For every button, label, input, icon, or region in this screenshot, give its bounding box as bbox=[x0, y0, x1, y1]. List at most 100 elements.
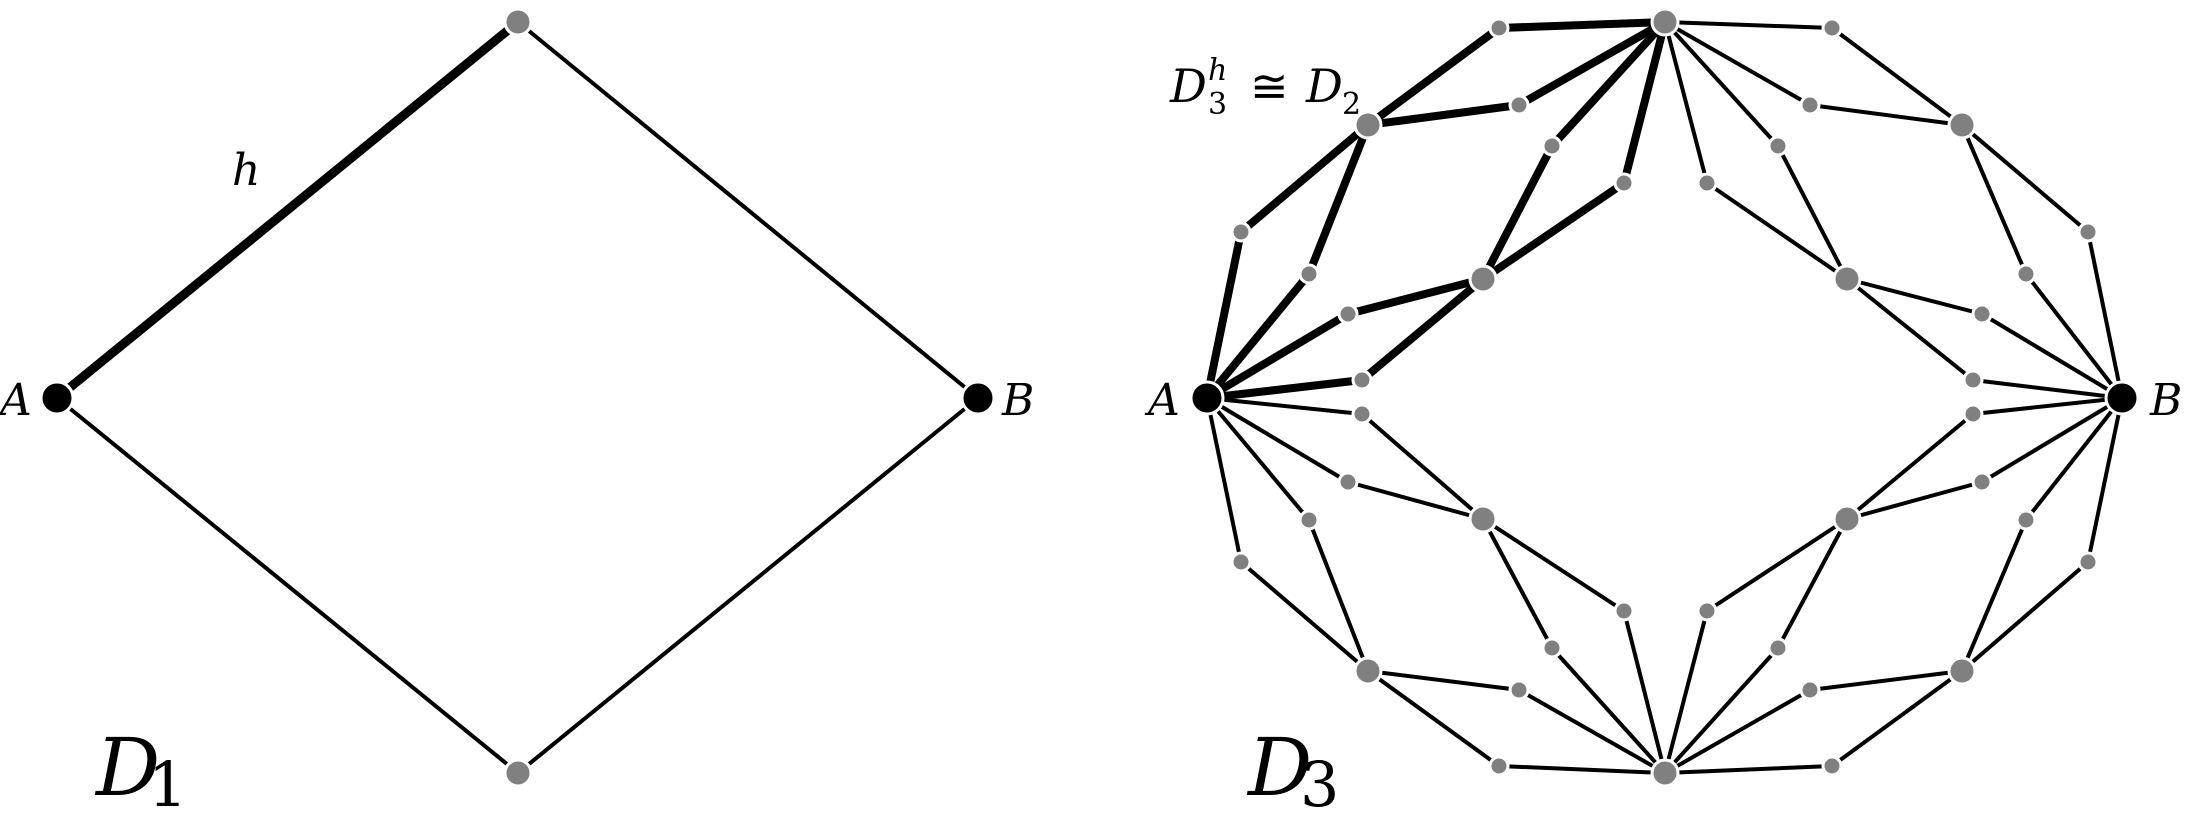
edge bbox=[1305, 121, 1372, 278]
vertex bbox=[2077, 221, 2099, 243]
edge bbox=[1622, 609, 1667, 775]
edge bbox=[1205, 396, 1243, 564]
d3-terminal-b-label: B bbox=[2149, 375, 2182, 426]
edge bbox=[1960, 123, 2028, 276]
d3-title-main: D bbox=[1246, 721, 1312, 814]
edge bbox=[1203, 376, 1366, 402]
edge bbox=[1481, 517, 1626, 613]
edge bbox=[1980, 396, 2124, 484]
iso-lhs-sub: 3 bbox=[1208, 87, 1227, 122]
edge bbox=[1307, 518, 1370, 673]
edge bbox=[55, 396, 520, 775]
edge bbox=[1239, 560, 1370, 673]
vertex bbox=[1230, 551, 1252, 573]
vertex bbox=[2015, 263, 2037, 285]
vertex bbox=[1337, 471, 1359, 493]
vertex bbox=[1799, 94, 1821, 116]
vertex bbox=[1468, 504, 1498, 534]
edge bbox=[1495, 18, 1669, 32]
edge bbox=[1364, 101, 1523, 129]
edge bbox=[1663, 646, 1780, 775]
edge bbox=[1980, 312, 2124, 400]
vertex bbox=[2077, 551, 2099, 573]
terminal-vertex bbox=[1189, 380, 1225, 416]
vertex bbox=[1962, 403, 1984, 425]
edge bbox=[516, 20, 980, 400]
vertex bbox=[1488, 755, 1510, 777]
d3-title: D 3 bbox=[1246, 721, 1339, 821]
vertex bbox=[1767, 135, 1789, 157]
vertex bbox=[1488, 17, 1510, 39]
edge bbox=[1845, 412, 1975, 521]
vertex bbox=[1351, 403, 1373, 425]
edge bbox=[1960, 123, 2090, 234]
vertex bbox=[1613, 600, 1635, 622]
iso-lhs-sup: h bbox=[1208, 53, 1227, 88]
edge bbox=[1346, 480, 1485, 521]
edge bbox=[1705, 517, 1849, 613]
edge bbox=[1663, 20, 1812, 107]
vertex bbox=[1832, 504, 1862, 534]
edge bbox=[1364, 24, 1503, 129]
iso-rhs-main: D bbox=[1305, 59, 1343, 113]
edge bbox=[1971, 378, 2124, 400]
vertex bbox=[1799, 679, 1821, 701]
terminal-vertex bbox=[2104, 380, 2140, 416]
edge bbox=[1620, 18, 1669, 187]
d1-title-sub: 1 bbox=[148, 748, 187, 821]
vertex bbox=[1821, 755, 1843, 777]
iso-symbol: ≅ bbox=[1250, 59, 1289, 113]
vertex bbox=[503, 758, 533, 788]
vertex bbox=[1971, 471, 1993, 493]
edge bbox=[52, 17, 523, 403]
vertex bbox=[1650, 758, 1680, 788]
vertex bbox=[1351, 369, 1373, 391]
edge bbox=[1971, 396, 2124, 416]
vertex bbox=[503, 7, 533, 37]
edge bbox=[2024, 396, 2124, 522]
edge bbox=[1481, 517, 1554, 650]
edge bbox=[1203, 270, 1313, 402]
edge bbox=[2086, 396, 2124, 564]
terminal-vertex bbox=[39, 380, 75, 416]
edge bbox=[1205, 396, 1350, 484]
d3-terminal-a-label: A bbox=[1144, 375, 1180, 426]
vertex bbox=[1468, 264, 1498, 294]
vertex bbox=[1613, 172, 1635, 194]
vertex bbox=[1337, 303, 1359, 325]
edge bbox=[1663, 609, 1709, 775]
edge bbox=[1366, 669, 1501, 768]
edge bbox=[1663, 20, 1709, 185]
graph-d3 bbox=[1189, 7, 2140, 788]
iso-rhs-sub: 2 bbox=[1342, 87, 1361, 122]
edge bbox=[1960, 560, 2090, 673]
vertex bbox=[1696, 600, 1718, 622]
vertex bbox=[1298, 263, 1320, 285]
terminal-vertex bbox=[960, 380, 996, 416]
d3-title-sub: 3 bbox=[1300, 748, 1339, 821]
edge bbox=[1203, 228, 1245, 402]
edge bbox=[1845, 277, 1984, 316]
vertex bbox=[1541, 637, 1563, 659]
d1-title: D 1 bbox=[94, 721, 187, 821]
edge bbox=[1517, 688, 1667, 775]
edge bbox=[1663, 20, 1780, 148]
edge bbox=[1663, 688, 1812, 775]
vertex bbox=[1832, 264, 1862, 294]
edge bbox=[1776, 144, 1849, 281]
vertex bbox=[1962, 369, 1984, 391]
d1-terminal-b-label: B bbox=[1001, 375, 1034, 426]
iso-lhs-main: D bbox=[1169, 59, 1207, 113]
d1-title-main: D bbox=[94, 721, 160, 814]
edge bbox=[1550, 646, 1667, 775]
edge bbox=[1548, 18, 1669, 150]
edge bbox=[1960, 518, 2028, 673]
edge bbox=[1808, 103, 1964, 127]
edge bbox=[1663, 20, 1834, 30]
vertex bbox=[1508, 679, 1530, 701]
vertex bbox=[1298, 509, 1320, 531]
edge bbox=[1479, 179, 1628, 283]
edge bbox=[1358, 275, 1487, 384]
edge bbox=[2086, 230, 2124, 400]
vertex bbox=[1767, 637, 1789, 659]
